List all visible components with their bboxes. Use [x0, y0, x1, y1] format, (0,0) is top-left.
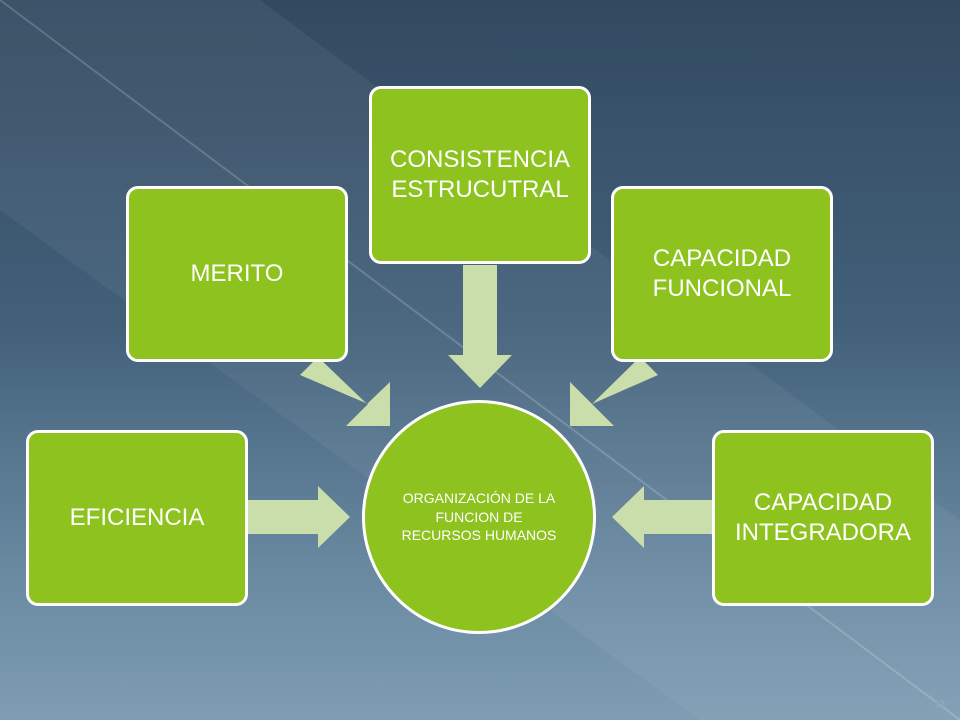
node-consistencia: CONSISTENCIA ESTRUCUTRAL: [369, 86, 591, 264]
node-merito: MERITO: [126, 186, 348, 362]
node-consistencia-label: CONSISTENCIA ESTRUCUTRAL: [389, 146, 571, 203]
node-eficiencia-label: EFICIENCIA: [69, 504, 205, 531]
node-eficiencia: EFICIENCIA: [26, 430, 248, 606]
node-capacidad-integradora: CAPACIDAD INTEGRADORA: [712, 430, 934, 606]
arrow-eficiencia: [248, 486, 350, 548]
arrow-consistencia: [448, 265, 512, 388]
arrow-capacidad-funcional: [570, 357, 658, 426]
node-capacidad-integradora-label: CAPACIDAD INTEGRADORA: [734, 489, 911, 546]
double-chevron-icon: »: [933, 690, 946, 715]
center-node: ORGANIZACIÓN DE LA FUNCION DE RECURSOS H…: [362, 400, 596, 634]
arrow-capacidad-integradora: [612, 486, 714, 548]
node-merito-label: MERITO: [190, 260, 284, 287]
center-node-label: ORGANIZACIÓN DE LA FUNCION DE RECURSOS H…: [401, 489, 557, 544]
node-capacidad-funcional: CAPACIDAD FUNCIONAL: [611, 186, 833, 362]
node-capacidad-funcional-label: CAPACIDAD FUNCIONAL: [652, 245, 792, 302]
arrow-merito: [300, 357, 390, 426]
